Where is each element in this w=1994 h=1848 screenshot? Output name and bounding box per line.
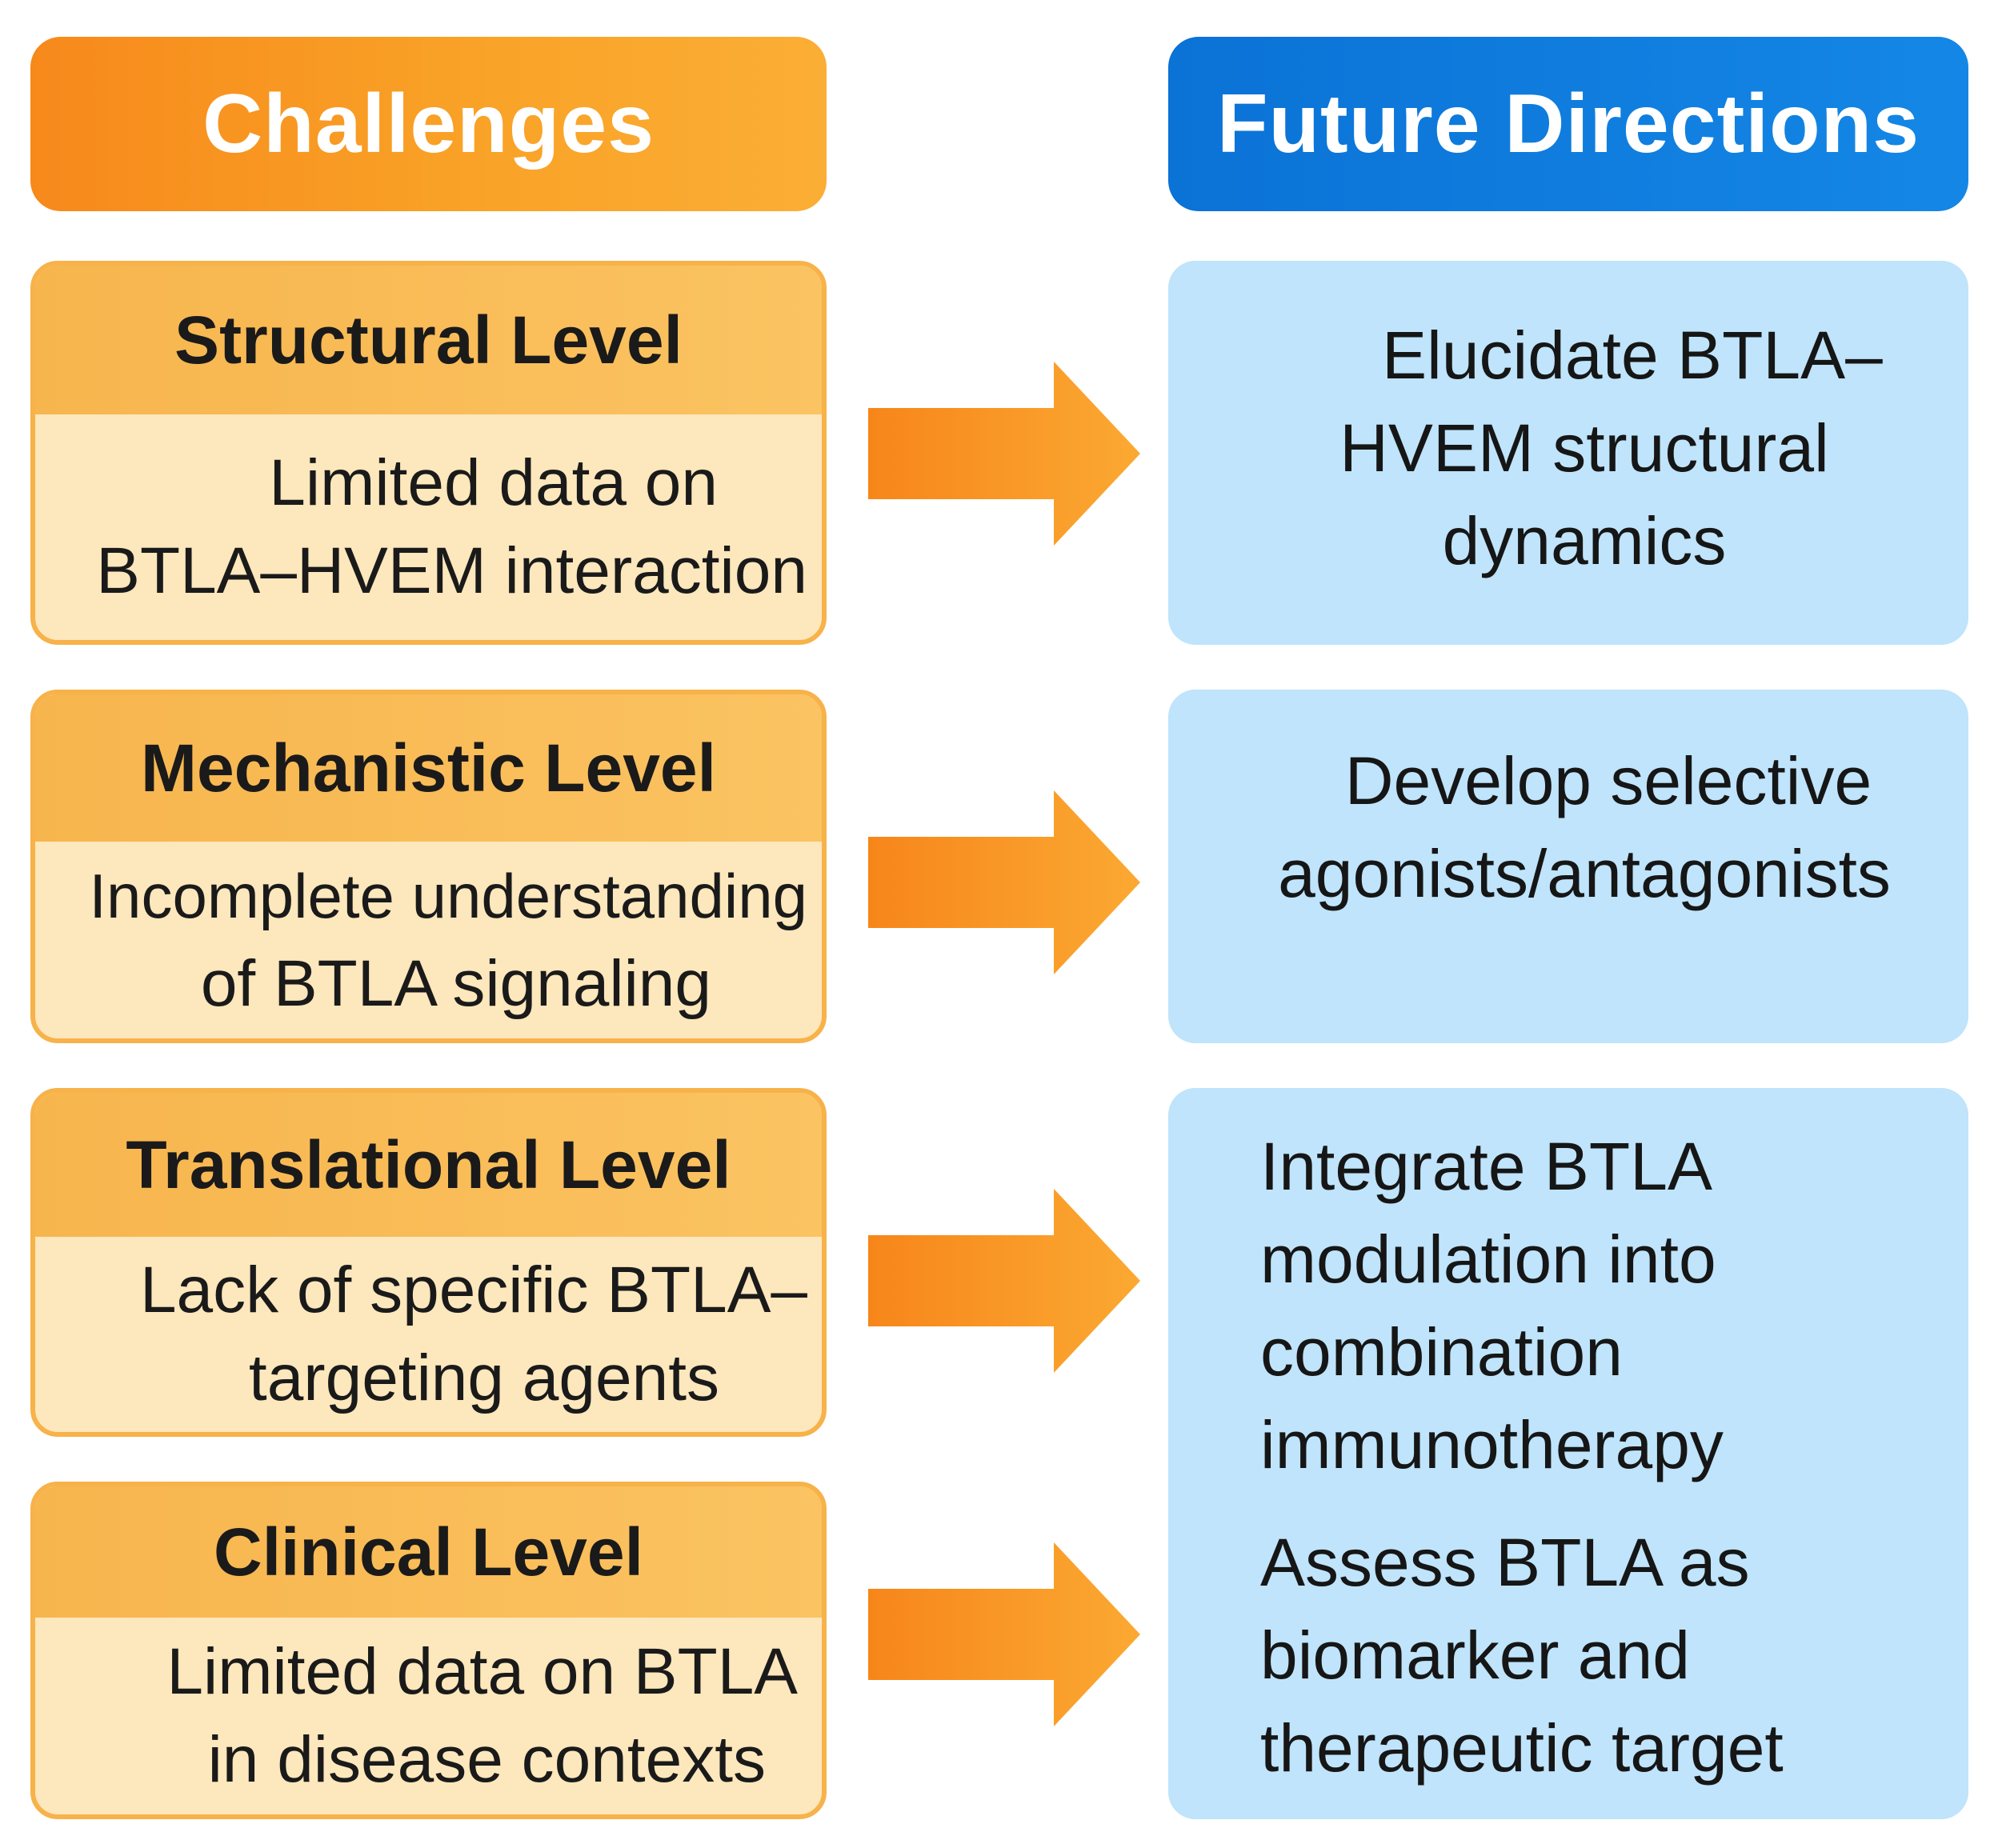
- arrow-right-icon: [868, 1189, 1140, 1373]
- future-description-line: biomarker and: [1260, 1618, 1690, 1693]
- challenge-box-mechanistic: Mechanistic Level Incomplete understandi…: [30, 690, 827, 1043]
- challenge-box-translational: Translational Level Lack of specific BTL…: [30, 1088, 827, 1437]
- challenge-description-line: targeting agents: [248, 1342, 719, 1414]
- future-directions-header-label: Future Directions: [1217, 77, 1920, 170]
- future-description-line: immunotherapy: [1260, 1407, 1724, 1482]
- challenge-description-line: in disease contexts: [207, 1723, 766, 1796]
- future-description-line: Develop selective: [1344, 743, 1872, 818]
- future-description-biomarker: Assess BTLA as biomarker and therapeutic…: [1260, 1516, 1784, 1794]
- future-description-line: HVEM structural: [1339, 410, 1829, 486]
- challenge-description-line: of BTLA signaling: [200, 947, 711, 1020]
- future-box-selective-agents: [1168, 690, 1968, 1043]
- level-title-structural: Structural Level: [35, 266, 822, 414]
- arrow-right-icon: [868, 362, 1140, 546]
- future-description-combination: Integrate BTLA modulation into combinati…: [1260, 1120, 1724, 1491]
- challenge-description-translational: Lack of specific BTLA– targeting agents: [35, 1237, 822, 1432]
- future-description-line: Integrate BTLA: [1260, 1129, 1712, 1204]
- arrow-right-icon: [868, 1542, 1140, 1726]
- future-description-line: agonists/antagonists: [1278, 836, 1891, 911]
- future-description-line: therapeutic target: [1260, 1710, 1784, 1786]
- future-description-selective-agents: Develop selective agonists/antagonists: [1224, 734, 1944, 920]
- future-description-line: modulation into: [1260, 1222, 1716, 1297]
- future-description-line: Elucidate BTLA–: [1382, 318, 1883, 393]
- challenge-description-line: Limited data on: [269, 446, 718, 519]
- challenges-header: Challenges: [30, 37, 827, 211]
- challenge-box-clinical: Clinical Level Limited data on BTLA in d…: [30, 1482, 827, 1819]
- challenge-description-mechanistic: Incomplete understanding of BTLA signali…: [35, 842, 822, 1038]
- level-title-clinical: Clinical Level: [35, 1486, 822, 1618]
- future-box-combined: [1168, 1088, 1968, 1819]
- challenge-description-structural: Limited data on BTLA–HVEM interaction: [35, 414, 822, 640]
- challenge-description-clinical: Limited data on BTLA in disease contexts: [35, 1618, 822, 1814]
- challenge-description-line: Limited data on BTLA: [166, 1635, 798, 1708]
- future-description-line: Assess BTLA as: [1260, 1525, 1750, 1600]
- level-title-translational: Translational Level: [35, 1093, 822, 1237]
- arrow-right-icon: [868, 790, 1140, 974]
- challenge-description-line: Lack of specific BTLA–: [139, 1254, 807, 1326]
- level-title-mechanistic: Mechanistic Level: [35, 694, 822, 842]
- challenge-description-line: Incomplete understanding: [89, 861, 807, 931]
- challenges-header-label: Challenges: [202, 77, 655, 170]
- future-box-structural-dynamics: [1168, 261, 1968, 645]
- future-description-structural-dynamics: Elucidate BTLA– HVEM structural dynamics: [1280, 309, 1888, 587]
- challenge-description-line: BTLA–HVEM interaction: [96, 534, 807, 607]
- future-directions-header: Future Directions: [1168, 37, 1968, 211]
- future-description-line: dynamics: [1442, 503, 1727, 578]
- challenge-box-structural: Structural Level Limited data on BTLA–HV…: [30, 261, 827, 645]
- future-description-line: combination: [1260, 1314, 1623, 1390]
